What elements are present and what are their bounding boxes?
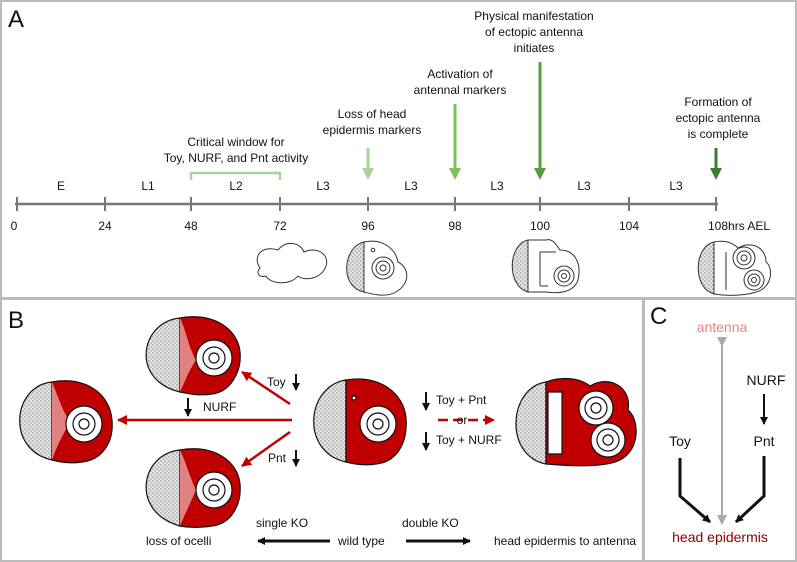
toy-node: Toy <box>669 433 691 449</box>
stage-label: L3 <box>490 179 504 193</box>
antenna-label: antenna <box>697 319 748 335</box>
panel-c-frame <box>643 298 797 562</box>
panel-a-frame <box>0 0 797 299</box>
pnt-to-head-arrow <box>734 456 766 524</box>
critical-window-label-line2: Toy, NURF, and Pnt activity <box>164 151 309 165</box>
critical-window-bracket <box>189 171 282 180</box>
event-label: Physical manifestation <box>474 9 593 23</box>
timeline-ticks <box>16 197 717 211</box>
tick-label: 98 <box>448 219 462 233</box>
arrow-to-toy-ko <box>241 370 291 406</box>
disc-72h-illustration <box>256 243 328 284</box>
disc-pnt-ko <box>145 448 241 529</box>
stage-label: L3 <box>404 179 418 193</box>
panel-a-letter: A <box>8 6 24 33</box>
tick-label: 0 <box>11 219 18 233</box>
disc-96h-illustration <box>346 240 408 296</box>
or-label: or <box>457 413 468 427</box>
toy-nurf-label: Toy + NURF <box>436 433 502 447</box>
tick-label: 108hrs AEL <box>708 219 770 233</box>
loss-of-ocelli-label: loss of ocelli <box>146 534 211 548</box>
disc-108h-illustration <box>697 240 772 296</box>
stage-label: L2 <box>229 179 243 193</box>
tick-label: 96 <box>361 219 375 233</box>
event-label: is complete <box>688 127 749 141</box>
head-epidermis-to-antenna-label: head epidermis to antenna <box>494 534 636 548</box>
stage-label: L3 <box>669 179 683 193</box>
stage-label: E <box>57 179 65 193</box>
stage-label: L1 <box>141 179 155 193</box>
panel-c-letter: C <box>650 303 667 330</box>
event-label: ectopic antenna <box>676 111 761 125</box>
disc-wild-type <box>313 378 407 466</box>
wild-type-label: wild type <box>337 534 385 548</box>
single-ko-label: single KO <box>256 516 308 530</box>
stage-label: L3 <box>316 179 330 193</box>
tick-label: 72 <box>273 219 287 233</box>
tick-label: 100 <box>530 219 550 233</box>
disc-double-ko <box>515 377 637 467</box>
event-label: Loss of head <box>338 107 407 121</box>
nurf-label: NURF <box>203 400 236 414</box>
event-label: epidermis markers <box>323 123 422 137</box>
event-label: antennal markers <box>414 83 507 97</box>
nurf-node: NURF <box>747 372 786 388</box>
event-label: initiates <box>514 41 555 55</box>
event-label: Formation of <box>684 95 752 109</box>
event-label: of ectopic antenna <box>485 25 583 39</box>
disc-100h-illustration <box>511 239 580 294</box>
arrow-to-pnt-ko <box>241 430 291 468</box>
toy-pnt-label: Toy + Pnt <box>436 393 487 407</box>
pnt-node: Pnt <box>753 433 774 449</box>
toy-label: Toy <box>267 375 286 389</box>
tick-label: 48 <box>184 219 198 233</box>
tick-label: 24 <box>98 219 112 233</box>
disc-toy-ko <box>145 316 241 396</box>
critical-window-label-line1: Critical window for <box>187 135 284 149</box>
toy-to-head-arrow <box>678 458 711 524</box>
pnt-label: Pnt <box>268 451 287 465</box>
double-ko-label: double KO <box>402 516 459 530</box>
event-arrow-loss-head-markers <box>362 148 374 180</box>
event-label: Activation of <box>427 67 493 81</box>
event-arrow-formation-complete <box>710 148 722 180</box>
panel-b-letter: B <box>8 307 24 334</box>
tick-label: 104 <box>619 219 639 233</box>
disc-nurf-ko <box>19 380 113 464</box>
stage-label: L3 <box>577 179 591 193</box>
head-epidermis-label: head epidermis <box>672 529 768 545</box>
event-arrow-antennal-markers <box>449 104 461 180</box>
event-arrow-manifestation <box>534 62 546 180</box>
